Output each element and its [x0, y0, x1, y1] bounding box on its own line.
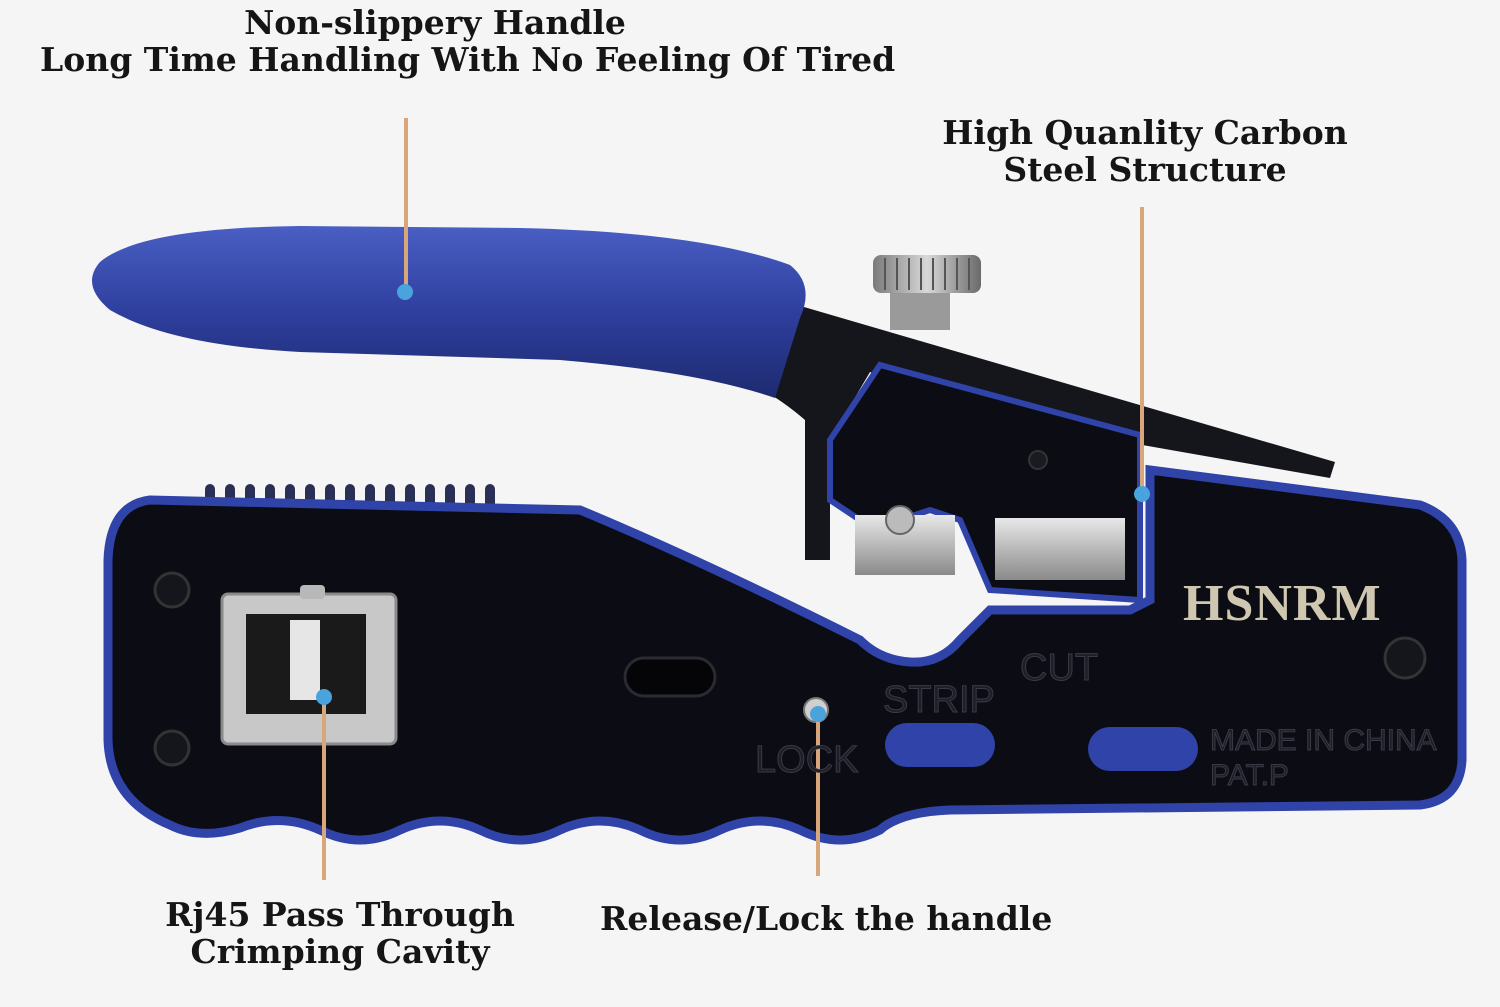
- callout-handle-line1: Non-slippery Handle: [244, 3, 626, 42]
- callout-dot-handle: [397, 284, 413, 300]
- callout-dot-steel: [1134, 486, 1150, 502]
- marking-strip: STRIP: [883, 679, 995, 721]
- handle-grip: [92, 226, 806, 398]
- rivet-top-left: [153, 571, 191, 609]
- rj45-cavity: [220, 585, 398, 746]
- callout-handle-line2: Long Time Handling With No Feeling Of Ti…: [40, 40, 896, 79]
- callout-steel-line1: High Quanlity Carbon: [942, 113, 1348, 152]
- callout-lock: Release/Lock the handle: [600, 899, 1053, 938]
- callout-lock-line1: Release/Lock the handle: [600, 899, 1053, 938]
- marking-cut: CUT: [1020, 647, 1098, 689]
- callout-handle: Non-slippery Handle Long Time Handling W…: [40, 3, 896, 79]
- marking-lock: LOCK: [755, 739, 858, 781]
- brand-logo: HSNRM: [1183, 575, 1382, 632]
- callout-steel-line2: Steel Structure: [1003, 150, 1287, 189]
- rivet-bottom-left: [153, 729, 191, 767]
- marking-patent: PAT.P: [1210, 759, 1289, 792]
- blade-screw: [885, 505, 915, 535]
- callout-rj45-line2: Crimping Cavity: [190, 932, 490, 971]
- adjustment-knob: [873, 255, 981, 330]
- lock-slot: [623, 656, 717, 698]
- callout-dot-rj45: [316, 689, 332, 705]
- rivet-right: [1383, 636, 1427, 680]
- callout-rj45: Rj45 Pass Through Crimping Cavity: [150, 896, 530, 970]
- callout-dot-lock: [810, 706, 826, 722]
- marking-made-in: MADE IN CHINA: [1210, 724, 1437, 757]
- cut-pill: [1088, 727, 1198, 771]
- callout-rj45-line1: Rj45 Pass Through: [165, 895, 515, 934]
- strip-pill: [885, 723, 995, 767]
- cut-blade: [995, 518, 1125, 580]
- pivot-rivet: [1028, 450, 1048, 470]
- callout-steel: High Quanlity Carbon Steel Structure: [930, 114, 1360, 188]
